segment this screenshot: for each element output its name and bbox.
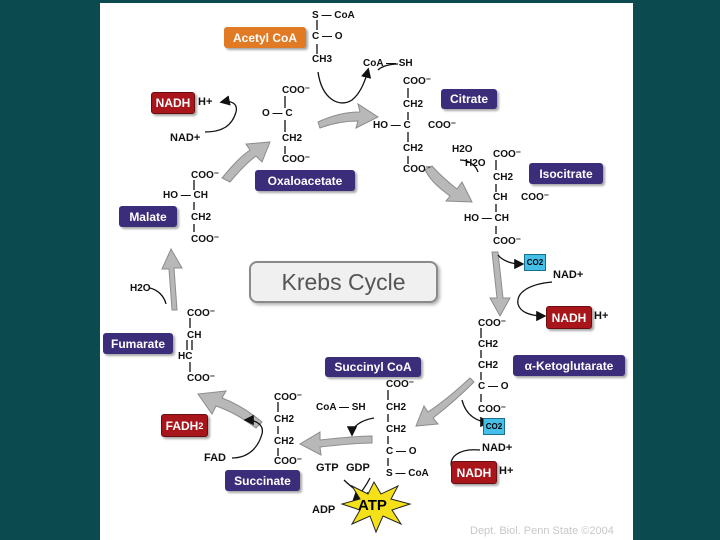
iso-ch2: CH2	[493, 172, 514, 183]
succ-coo-1: COO⁻	[274, 392, 303, 403]
h2o-citrate-1: H2O	[452, 144, 473, 155]
citrate-coo-2: COO⁻	[403, 164, 432, 175]
malate-ch2: CH2	[191, 212, 212, 223]
label-fumarate: Fumarate	[103, 333, 173, 354]
arrow-malate-to-oxaloacetate	[221, 141, 271, 183]
arrow-ketoglutarate-to-succinylcoa	[415, 377, 475, 427]
label-alpha-ketoglutarate: α-Ketoglutarate	[513, 355, 625, 376]
arrow-fumarate-to-malate	[161, 247, 183, 311]
nad-plus-bottom: NAD+	[482, 442, 513, 454]
oxalo-ch2: CH2	[282, 133, 303, 144]
iso-ho-ch: HO — CH	[464, 213, 509, 224]
succ-ch2-2: CH2	[274, 436, 295, 447]
iso-coo-1: COO⁻	[493, 149, 522, 160]
label-nadh-top: NADH	[151, 92, 195, 114]
citrate-ch2-1: CH2	[403, 99, 424, 110]
fum-coo-1: COO⁻	[187, 308, 216, 319]
arrow-citrate-to-isocitrate	[424, 165, 473, 203]
scoa-coo: COO⁻	[386, 379, 415, 390]
akg-ch2-1: CH2	[478, 339, 499, 350]
label-oxaloacetate: Oxaloacetate	[255, 170, 355, 191]
scoa-ch2-1: CH2	[386, 402, 407, 413]
iso-coo-2: COO⁻	[493, 236, 522, 247]
nad-plus-top: NAD+	[170, 132, 201, 144]
coa-sh-top: CoA — SH	[363, 58, 413, 69]
succ-coo-2: COO⁻	[274, 456, 303, 467]
fad-label: FAD	[204, 452, 226, 464]
malate-coo-1: COO⁻	[191, 170, 220, 181]
h-plus-top: H+	[198, 96, 213, 108]
citrate-ho-c: HO — C	[373, 120, 411, 131]
label-citrate: Citrate	[441, 89, 497, 109]
scoa-c-o: C — O	[386, 446, 417, 457]
akg-c-o: C — O	[478, 381, 509, 392]
co2-badge-2: CO2	[483, 418, 505, 435]
malate-ho-ch: HO — CH	[163, 190, 208, 201]
fadh-text: FADH	[165, 418, 199, 433]
fum-hc: HC	[178, 351, 193, 362]
cycle-arrows	[161, 102, 511, 456]
label-succinyl-coa: Succinyl CoA	[325, 357, 421, 377]
label-succinate: Succinate	[225, 470, 300, 491]
scoa-s-coa: S — CoA	[386, 468, 429, 479]
gtp-label: GTP	[316, 462, 339, 474]
arrow-succinylcoa-to-succinate	[298, 431, 373, 456]
iso-coo-mid: COO⁻	[521, 192, 550, 203]
diagram-title: Krebs Cycle	[249, 261, 438, 303]
fum-ch: CH	[187, 330, 202, 341]
fum-coo-2: COO⁻	[187, 373, 216, 384]
arrow-oxaloacetate-to-citrate	[317, 102, 380, 129]
oxalo-coo-1: COO⁻	[282, 85, 311, 96]
bond-lines	[186, 20, 497, 466]
akg-ch2-2: CH2	[478, 360, 499, 371]
label-acetyl-coa: Acetyl CoA	[224, 27, 306, 48]
akg-coo-2: COO⁻	[478, 404, 507, 415]
h2o-citrate-2: H2O	[465, 158, 486, 169]
akg-coo-1: COO⁻	[478, 318, 507, 329]
citrate-ch2-2: CH2	[403, 143, 424, 154]
oxalo-coo-2: COO⁻	[282, 154, 311, 165]
h-plus-mid: H+	[594, 310, 609, 322]
succ-ch2-1: CH2	[274, 414, 295, 425]
adp-label: ADP	[312, 504, 336, 516]
scoa-ch2-2: CH2	[386, 424, 407, 435]
atp-star-icon	[340, 480, 412, 534]
arrow-isocitrate-to-ketoglutarate	[489, 251, 511, 318]
nad-plus-mid: NAD+	[553, 269, 584, 281]
citrate-coo-mid: COO⁻	[428, 120, 457, 131]
acetyl-c-o: C — O	[312, 31, 343, 42]
acetyl-ch3: CH3	[312, 54, 333, 65]
label-isocitrate: Isocitrate	[529, 163, 603, 184]
co2-badge-1: CO2	[524, 254, 546, 271]
oxalo-o-c: O — C	[262, 108, 293, 119]
label-malate: Malate	[119, 206, 177, 227]
acetyl-s-coa: S — CoA	[312, 10, 355, 21]
label-nadh-mid: NADH	[546, 306, 592, 329]
citrate-coo-1: COO⁻	[403, 76, 432, 87]
gdp-label: GDP	[346, 462, 370, 474]
h2o-fumarate: H2O	[130, 283, 151, 294]
malate-coo-2: COO⁻	[191, 234, 220, 245]
credit-text: Dept. Biol. Penn State ©2004	[470, 525, 614, 537]
h-plus-bottom: H+	[499, 465, 514, 477]
coa-sh-bottom: CoA — SH	[316, 402, 366, 413]
iso-ch: CH	[493, 192, 508, 203]
atp-label: ATP	[358, 497, 387, 514]
fadh-sub: 2	[198, 420, 204, 431]
label-nadh-bottom: NADH	[451, 461, 497, 484]
